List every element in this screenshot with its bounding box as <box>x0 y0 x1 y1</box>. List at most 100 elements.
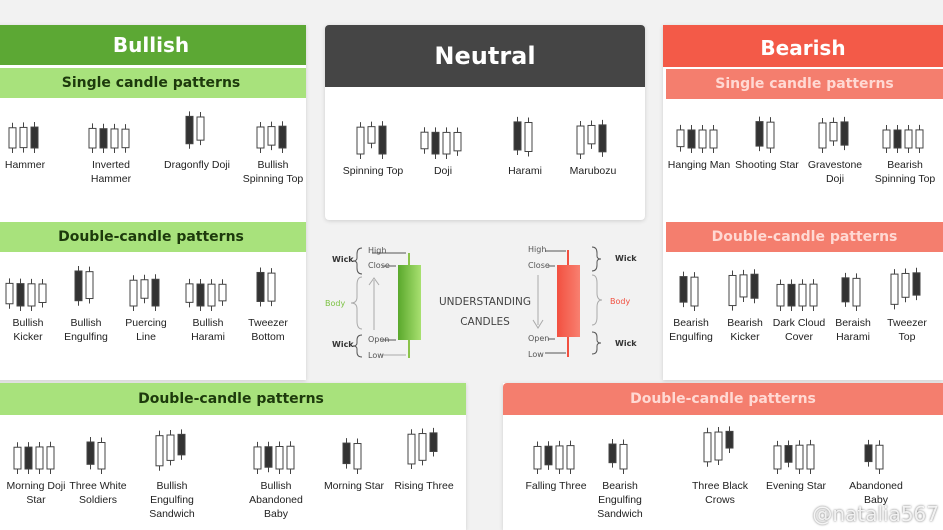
candle-body <box>806 444 815 470</box>
candle-body <box>698 129 707 149</box>
candle-body <box>30 126 38 149</box>
candle-body <box>275 446 284 470</box>
candle-body <box>703 432 711 463</box>
pattern-label: Tweezer Bottom <box>248 317 288 343</box>
candle-body <box>99 128 108 149</box>
neutral-header: Neutral <box>325 25 645 87</box>
candlestick-icon <box>88 123 130 153</box>
candle-body <box>177 433 185 456</box>
candle-body <box>38 283 47 304</box>
candlestick-icon <box>703 426 733 467</box>
candle-body <box>420 131 429 150</box>
pattern-label: Dragonfly Doji <box>164 159 230 171</box>
bullish-header: Bullish <box>0 25 306 65</box>
candle-body <box>852 277 861 307</box>
pattern-label: Bullish Abandoned Baby <box>249 480 303 520</box>
candle-body <box>841 277 850 303</box>
candle-body <box>787 283 796 307</box>
candle-body <box>798 283 807 307</box>
candlestick-icon <box>533 440 575 474</box>
bearish-header: Bearish <box>663 25 943 67</box>
candle-body <box>864 444 873 463</box>
candle-body <box>429 432 437 452</box>
pattern-label: Falling Three <box>525 480 587 492</box>
wick-label: Wick <box>332 255 354 264</box>
pattern-label: Dark Cloud Cover <box>772 317 826 343</box>
candle-body <box>912 272 920 296</box>
candlestick-icon <box>86 436 106 474</box>
close-label: Close <box>528 261 550 270</box>
pattern-label: Three Black Crows <box>691 480 749 506</box>
pattern-label: Bearish Kicker <box>727 317 763 343</box>
candle-body <box>5 282 14 305</box>
candle-body <box>155 435 163 467</box>
candle-body <box>253 446 262 470</box>
open-label: Open <box>528 334 550 343</box>
candle-body <box>256 271 265 302</box>
pattern-label: Rising Three <box>394 480 454 492</box>
bearish-single-header: Single candle patterns <box>666 69 943 99</box>
pattern-tweezer-top: Tweezer Top <box>880 257 934 344</box>
pattern-bullish-kicker: Bullish Kicker <box>0 257 56 344</box>
pattern-puercing-line: Puercing Line <box>118 257 174 344</box>
pattern-label: Bullish Spinning Top <box>242 159 304 185</box>
candlestick-icon <box>256 267 276 307</box>
candlestick-icon <box>407 427 437 469</box>
candle-body <box>773 445 782 470</box>
bottom-bearish-panel: Double-candle patterns <box>503 383 943 530</box>
pattern-dark-cloud-cover: Dark Cloud Cover <box>772 257 826 344</box>
bullish-panel: Bullish Single candle patterns Double-ca… <box>0 25 306 380</box>
bearish-example-candle <box>557 265 580 337</box>
candle-body <box>676 129 685 148</box>
pattern-three-black-crows: Three Black Crows <box>680 420 760 507</box>
candlestick-icon <box>253 441 295 474</box>
candle-body <box>353 443 362 470</box>
candlestick-icon <box>420 127 462 159</box>
candle-body <box>185 283 194 303</box>
pattern-morning-star: Morning Star <box>318 420 390 493</box>
candlestick-icon <box>576 119 606 159</box>
candle-body <box>121 128 130 149</box>
candle-body <box>533 445 542 470</box>
pattern-bullish-harami: Bullish Harami <box>180 257 236 344</box>
candlestick-icon <box>890 267 920 310</box>
pattern-label: Bearish Engulfing Sandwich <box>597 480 643 520</box>
pattern-label: Three White Soldiers <box>69 480 127 506</box>
candle-body <box>185 115 194 145</box>
candle-body <box>367 126 375 144</box>
pattern-hanging-man: Hanging Man <box>666 104 732 172</box>
pattern-label: Harami <box>508 165 542 177</box>
candlestick-icon <box>841 272 861 311</box>
understanding-candles: Wick Body Wick High Close Open Low UNDER… <box>320 235 650 365</box>
pattern-label: Hammer <box>4 159 46 171</box>
candle-body <box>74 270 83 302</box>
candle-body <box>86 441 95 465</box>
pattern-bearish-engulfing-sandwich: Bearish Engulfing Sandwich <box>580 420 660 521</box>
pattern-label: Beraish Harami <box>835 317 871 343</box>
understanding-title: UNDERSTANDING CANDLES <box>438 296 532 328</box>
candle-body <box>267 126 275 146</box>
candlestick-icon <box>882 124 924 153</box>
candlestick-icon <box>13 441 55 474</box>
candle-body <box>714 431 722 461</box>
candle-body <box>407 433 415 465</box>
candle-body <box>587 124 595 145</box>
candle-body <box>151 278 159 307</box>
candle-body <box>619 443 628 470</box>
pattern-marubozu: Marubozu <box>560 105 626 178</box>
pattern-abandoned-baby: Abandoned Baby <box>836 420 916 507</box>
candle-body <box>16 283 25 307</box>
candle-body <box>739 274 747 298</box>
pattern-doji: Doji <box>410 105 476 178</box>
bottom-bearish-header: Double-candle patterns <box>503 383 943 415</box>
candle-body <box>218 283 227 302</box>
candle-body <box>27 283 36 307</box>
watermark: @natalia567 <box>812 502 939 526</box>
candle-body <box>356 126 364 155</box>
candle-body <box>566 445 575 470</box>
candle-body <box>513 121 522 151</box>
candle-body <box>35 446 44 470</box>
candle-body <box>795 444 804 470</box>
pattern-label: Spinning Top <box>342 165 404 177</box>
candlestick-icon <box>74 265 94 306</box>
